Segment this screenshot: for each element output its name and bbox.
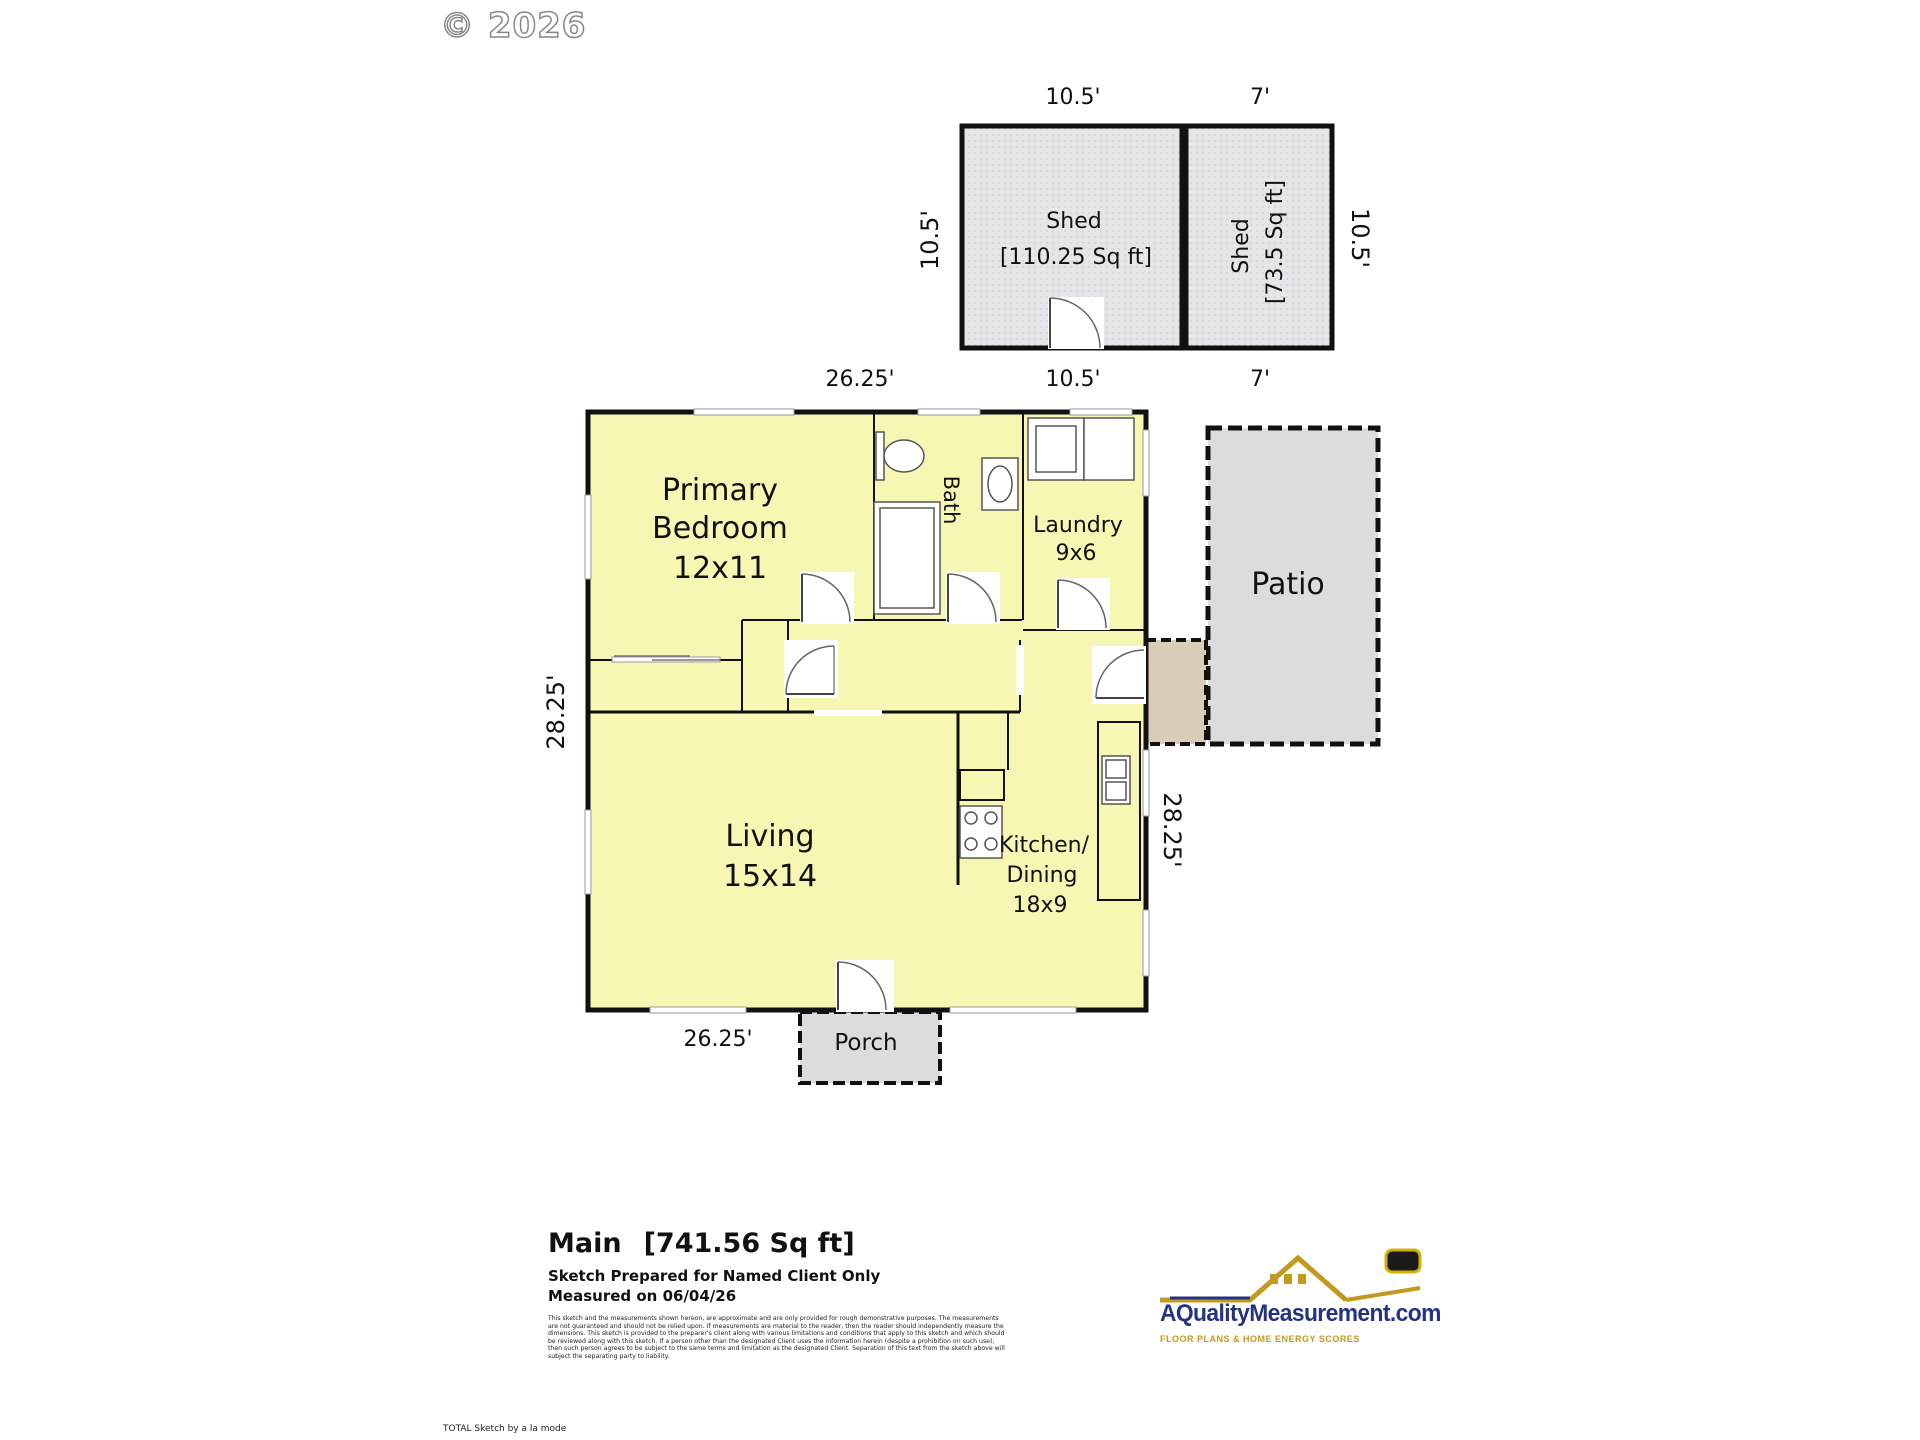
logo-tagline: FLOOR PLANS & HOME ENERGY SCORES	[1160, 1334, 1360, 1344]
patio-area	[1205, 425, 1381, 747]
company-logo: AQualityMeasurement.com FLOOR PLANS & HO…	[1160, 1252, 1441, 1362]
bath-fixtures	[873, 431, 1019, 615]
side-entry-door	[1092, 646, 1146, 704]
laundry-fixtures	[1027, 417, 1135, 481]
laundry-label: Laundry	[1033, 513, 1123, 538]
kitchen-line1: Kitchen/	[999, 833, 1090, 858]
shed-small-area-label: [73.5 Sq ft]	[1263, 180, 1288, 304]
dim-main-right: 28.25'	[1158, 792, 1186, 867]
bath-label: Bath	[939, 476, 963, 525]
dim-main-left: 28.25'	[542, 674, 570, 749]
dryer	[1083, 417, 1135, 481]
toilet-bowl	[883, 439, 925, 473]
laundry-size: 9x6	[1055, 541, 1096, 566]
software-credit: TOTAL Sketch by a la mode	[443, 1424, 567, 1434]
footer-block: Main [741.56 Sq ft] Sketch Prepared for N…	[548, 1228, 1008, 1360]
kitchen-size: 18x9	[1012, 893, 1067, 918]
counter	[1097, 721, 1141, 901]
primary-bedroom-line1: Primary	[662, 473, 778, 508]
copyright-watermark: © 2026	[439, 5, 587, 47]
porch-label: Porch	[834, 1030, 897, 1056]
dim-shed-left: 10.5'	[916, 210, 944, 270]
patio-label: Patio	[1251, 567, 1325, 602]
bedroom-door	[800, 572, 854, 624]
dim-shed-top-left: 10.5'	[1045, 85, 1100, 110]
dim-main-top: 26.25'	[825, 367, 894, 392]
footer-measured: Measured on 06/04/26	[548, 1287, 737, 1305]
doors	[784, 572, 1146, 1012]
footer-title: Main	[548, 1228, 622, 1259]
footer-area: [741.56 Sq ft]	[643, 1228, 855, 1259]
living-size: 15x14	[723, 859, 817, 894]
tape-measure-icon	[1384, 1248, 1422, 1274]
dim-main-bottom: 26.25'	[683, 1027, 752, 1052]
footer-prepared: Sketch Prepared for Named Client Only	[548, 1267, 881, 1285]
shed-small-name: Shed	[1229, 218, 1254, 273]
footer-title-line: Main [741.56 Sq ft]	[548, 1228, 1008, 1259]
living-label: Living	[725, 819, 814, 854]
closet-slider	[614, 655, 720, 661]
shed-door	[1048, 297, 1104, 349]
primary-bedroom-line2: Bedroom	[652, 511, 788, 546]
kitchen-line2: Dining	[1006, 863, 1077, 888]
shed-small-area	[1183, 123, 1335, 351]
dim-shed-bottom-left: 10.5'	[1045, 367, 1100, 392]
footer-disclaimer: This sketch and the measurements shown h…	[548, 1315, 1005, 1360]
kitchen-fixtures	[959, 721, 1141, 901]
primary-bedroom-size: 12x11	[673, 551, 767, 586]
front-entry-door	[836, 960, 894, 1012]
logo-name: AQualityMeasurement.com	[1160, 1300, 1441, 1327]
logo-roof-icon	[1160, 1248, 1422, 1303]
shed-building	[959, 123, 1335, 351]
toilet-tank	[875, 431, 885, 481]
bath-door	[946, 572, 1000, 624]
shed-large-area-label: [110.25 Sq ft]	[1000, 245, 1152, 270]
openings	[814, 645, 1024, 716]
shed-large-name: Shed	[1046, 209, 1101, 234]
laundry-door	[1056, 578, 1110, 630]
step-area	[1144, 638, 1208, 746]
dim-shed-right: 10.5'	[1346, 208, 1374, 268]
closet-door	[784, 640, 838, 698]
dim-shed-bottom-right: 7'	[1250, 367, 1270, 392]
dim-shed-top-right: 7'	[1250, 85, 1270, 110]
main-house	[584, 408, 1150, 1014]
